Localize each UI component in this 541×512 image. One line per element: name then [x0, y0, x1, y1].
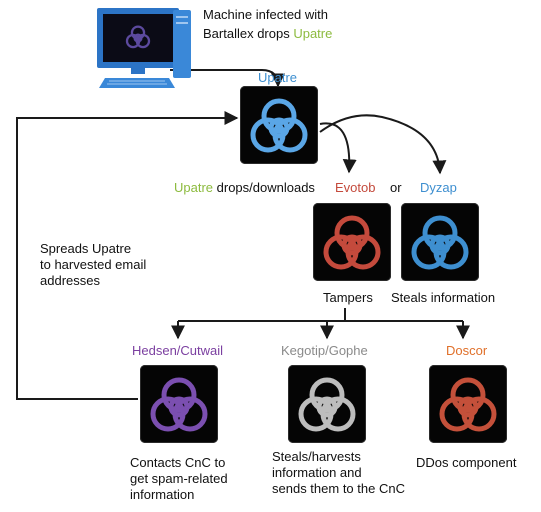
hedsen-title: Hedsen/Cutwail	[132, 343, 224, 358]
spreads-line: Spreads Upatre	[40, 241, 132, 256]
caption-bartallex-prefix: Bartallex drops	[203, 26, 294, 41]
contacts-line: Contacts CnC to	[130, 455, 226, 470]
arrow-upatre-to-dyzap	[319, 114, 447, 175]
harvests-line: Steals/harvests	[272, 449, 361, 464]
ddos-description: DDos component	[416, 455, 517, 470]
kegotip-tile	[288, 365, 366, 443]
contacts-description: Contacts CnC to get spam-related informa…	[130, 455, 228, 503]
biohazard-icon	[250, 98, 308, 153]
spreads-note: Spreads Upatre to harvested email addres…	[40, 241, 146, 289]
harvests-line: information and	[272, 465, 362, 480]
biohazard-icon	[150, 377, 208, 432]
doscor-title: Doscor	[446, 343, 488, 358]
steals-information-label: Steals information	[391, 290, 496, 305]
biohazard-icon	[323, 215, 381, 270]
evotob-title: Evotob	[335, 180, 376, 195]
biohazard-icon	[411, 215, 469, 270]
spreads-line: to harvested email	[40, 257, 147, 272]
dyzap-tile	[401, 203, 479, 281]
spreads-line: addresses	[40, 273, 100, 288]
doscor-tile	[429, 365, 507, 443]
drops-downloads-label: Upatre drops/downloads	[174, 180, 315, 196]
hedsen-tile	[140, 365, 218, 443]
drops-text: drops/downloads	[213, 180, 315, 195]
upatre-tile	[240, 86, 318, 164]
harvests-description: Steals/harvests information and sends th…	[272, 449, 405, 497]
dyzap-title: Dyzap	[420, 180, 457, 195]
computer-icon	[95, 6, 195, 90]
drops-upatre-name: Upatre	[174, 180, 214, 195]
arrow-computer-to-upatre	[170, 69, 285, 88]
caption-bartallex-drops: Bartallex drops Upatre	[203, 26, 332, 42]
tampers-label: Tampers	[323, 290, 373, 305]
contacts-line: get spam-related	[130, 471, 228, 486]
or-label: or	[390, 180, 402, 195]
arrow-upatre-to-evotob	[319, 122, 357, 174]
caption-machine-infected: Machine infected with	[203, 7, 329, 22]
kegotip-title: Kegotip/Gophe	[281, 343, 368, 358]
contacts-line: information	[130, 487, 195, 502]
upatre-title: Upatre	[258, 70, 298, 85]
evotob-tile	[313, 203, 391, 281]
caption-upatre-name: Upatre	[293, 26, 333, 41]
biohazard-icon	[439, 377, 497, 432]
harvests-line: sends them to the CnC	[272, 481, 405, 496]
arrow-spread-loop	[16, 111, 239, 400]
biohazard-icon	[298, 377, 356, 432]
